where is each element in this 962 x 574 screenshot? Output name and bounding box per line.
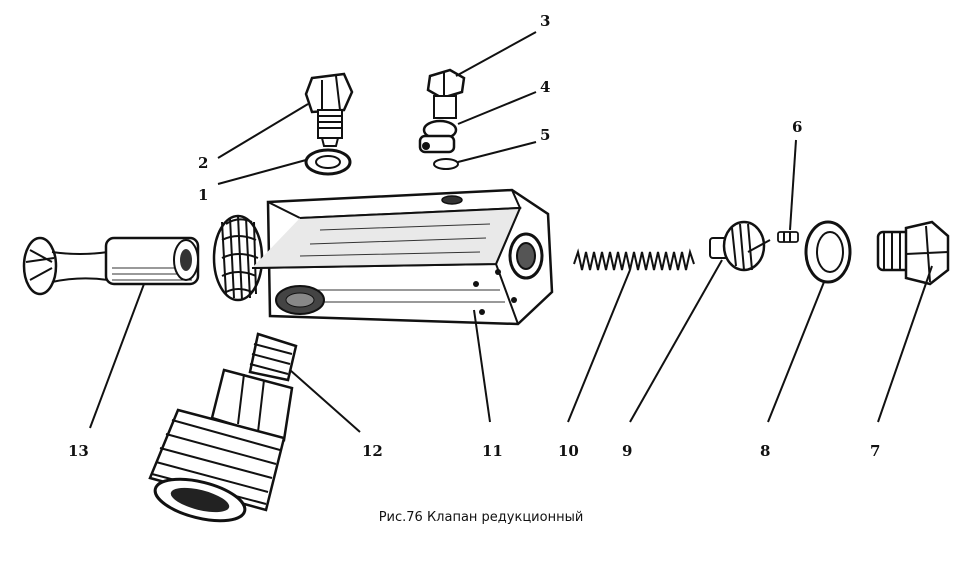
- callout-3: 3: [540, 12, 550, 30]
- callout-1: 1: [198, 186, 208, 204]
- callout-4: 4: [540, 78, 550, 96]
- callout-6: 6: [792, 118, 802, 136]
- bolt-left: [304, 72, 354, 147]
- leader-lines: [89, 31, 933, 433]
- body-thread: [212, 214, 264, 302]
- callout-12: 12: [362, 442, 383, 460]
- washer-5: [433, 158, 459, 170]
- valve-body: [212, 188, 554, 326]
- callout-11: 11: [482, 442, 503, 460]
- callout-5: 5: [540, 126, 550, 144]
- callout-13: 13: [68, 442, 89, 460]
- callout-10: 10: [558, 442, 579, 460]
- plug: [876, 220, 950, 286]
- adjusting-screw: [709, 220, 771, 272]
- gasket: [804, 220, 852, 284]
- spring: [573, 248, 695, 271]
- callout-9: 9: [622, 442, 632, 460]
- small-screw: [777, 231, 799, 243]
- plunger: [22, 236, 200, 296]
- banjo-fitting: [418, 119, 458, 154]
- callout-7: 7: [870, 442, 880, 460]
- washer-1: [304, 148, 352, 176]
- threaded-fitting: [148, 332, 298, 523]
- callout-2: 2: [198, 154, 208, 172]
- callout-numbers: 1 2 3 4 5 6 7 8 9 10 11 12 13: [68, 12, 880, 460]
- bolt-right: [426, 68, 466, 119]
- callout-8: 8: [760, 442, 770, 460]
- figure-caption: Рис.76 Клапан редукционный: [378, 510, 584, 525]
